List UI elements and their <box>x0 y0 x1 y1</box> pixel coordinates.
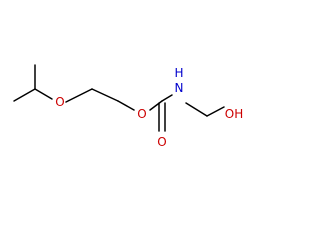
molecule-structure: O O O H N OH <box>13 64 243 149</box>
ester-oxygen-label: O <box>137 107 146 121</box>
bond-ether-ch2 <box>65 88 93 103</box>
bond-n-ch2 <box>185 102 208 117</box>
ether-oxygen-label: O <box>55 95 64 109</box>
bond-ch2-ch2 <box>91 88 119 102</box>
bond-ch-ether <box>34 88 53 100</box>
hydroxyl-label: OH <box>225 107 243 121</box>
amide-hydrogen-label: H <box>174 66 183 80</box>
bond-ch2-oh <box>206 106 225 117</box>
bond-ester-carbonyl <box>149 100 163 111</box>
bond-ch2-ester <box>117 100 135 111</box>
bond-carbonyl-n <box>161 94 173 102</box>
bond-methyl-1 <box>13 88 36 102</box>
amide-nitrogen-label: N <box>175 81 184 95</box>
carbonyl-oxygen-label: O <box>157 135 166 149</box>
